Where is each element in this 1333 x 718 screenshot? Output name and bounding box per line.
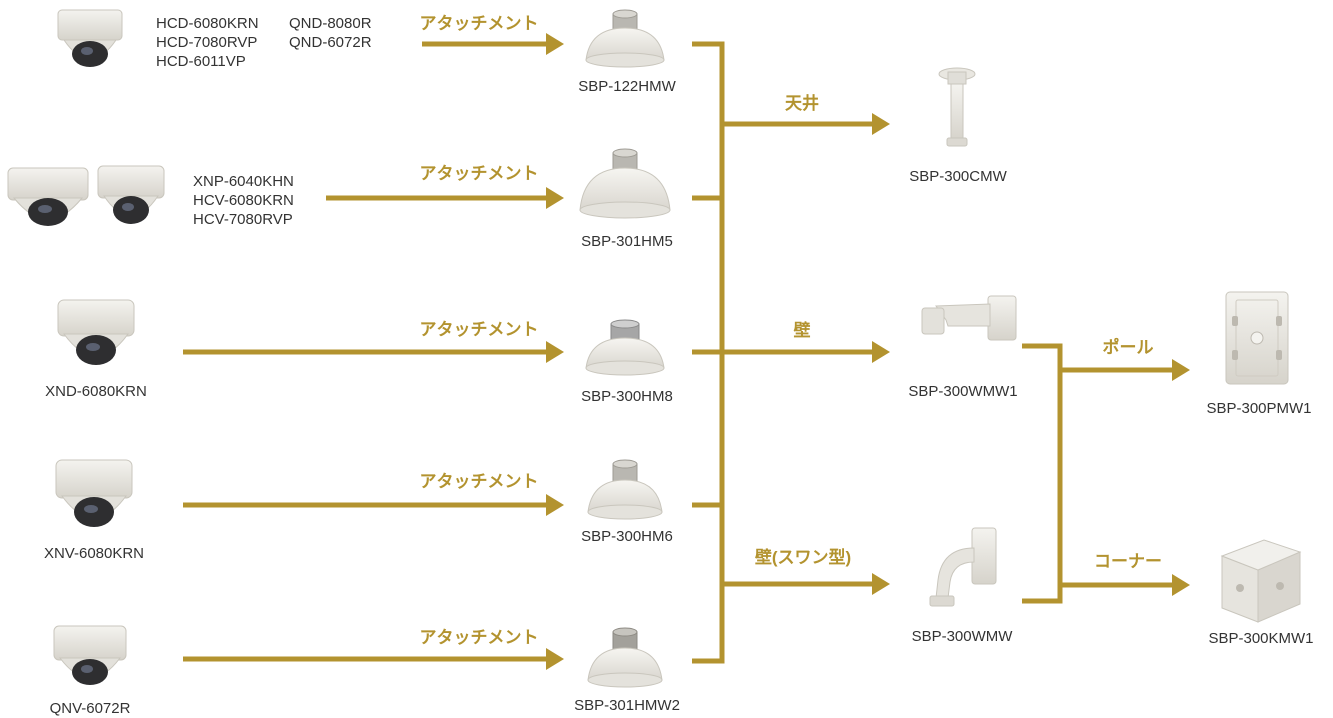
wall-mount-icon [921,295,1017,341]
mount-name: SBP-300CMW [909,168,1007,185]
camera-4-icon [55,459,133,527]
ceiling-mount-icon [938,67,976,147]
mount-type-label: 壁(スワン型) [754,548,852,567]
arrowhead [872,113,890,135]
swan-wall-mount-icon [929,527,997,607]
adapter-name: SBP-300HM8 [581,388,673,405]
arrowhead [546,648,564,670]
mount-name: SBP-300WMW [911,628,1013,645]
corner-mount-icon [1220,539,1302,623]
adapter-3-icon [585,319,665,376]
camera-model-label: XND-6080KRN [45,383,147,400]
adapter-1-icon [585,9,665,68]
mount-type-label: 天井 [785,94,819,113]
camera-model-label: HCD-7080RVP [156,34,258,51]
arrowhead [1172,359,1190,381]
adapter-name: SBP-122HMW [578,78,676,95]
adapter-2-icon [579,148,671,219]
mount-type-label: 壁 [793,321,811,340]
camera-model-label: QND-8080R [289,15,372,32]
arrowhead [1172,574,1190,596]
adapter-name: SBP-301HM5 [581,233,673,250]
camera-model-label: HCD-6011VP [156,53,246,70]
adapter-4-icon [587,459,663,520]
accessory-type-label: ポール [1102,338,1154,357]
attachment-label: アタッチメント [419,14,539,33]
arrowhead [872,573,890,595]
pole-mount-icon [1225,291,1289,385]
accessory-type-label: コーナー [1094,552,1162,571]
arrowhead [546,187,564,209]
attachment-label: アタッチメント [419,472,539,491]
camera-model-label: XNP-6040KHN [193,173,294,190]
camera-model-label: HCV-7080RVP [193,211,293,228]
camera-model-label: HCD-6080KRN [156,15,259,32]
mount-name: SBP-300WMW1 [908,383,1018,400]
camera-2b-icon [97,165,165,224]
attachment-label: アタッチメント [419,320,539,339]
camera-5-icon [53,625,127,685]
adapter-name: SBP-300HM6 [581,528,673,545]
camera-model-label: QNV-6072R [49,700,131,717]
junction-line [1022,343,1063,604]
arrowhead [872,341,890,363]
attachment-label: アタッチメント [419,628,539,647]
attachment-label: アタッチメント [419,164,539,183]
arrowhead [546,341,564,363]
camera-1-icon [57,9,123,67]
arrowhead [546,33,564,55]
camera-model-label: HCV-6080KRN [193,192,294,209]
camera-model-label: QND-6072R [289,34,372,51]
accessory-name: SBP-300PMW1 [1206,400,1312,417]
adapter-name: SBP-301HMW2 [574,697,680,714]
camera-model-label: XNV-6080KRN [43,545,145,562]
accessory-name: SBP-300KMW1 [1208,630,1314,647]
adapter-5-icon [587,627,663,688]
camera-3-icon [57,299,135,365]
arrowhead [546,494,564,516]
camera-2a-icon [7,167,89,226]
